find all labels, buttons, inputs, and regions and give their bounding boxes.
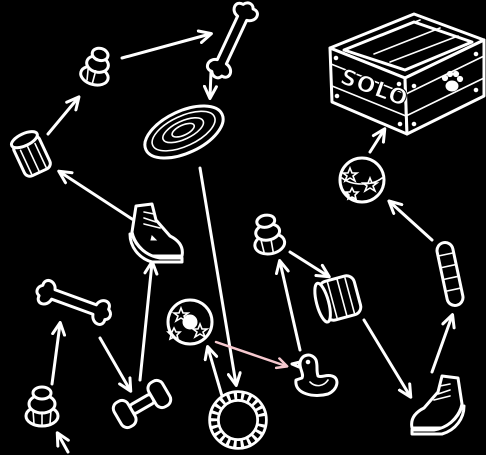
path-arrows xyxy=(46,29,456,454)
arrow xyxy=(387,199,434,242)
treat-roller-icon[interactable] xyxy=(9,128,52,178)
paw-print-icon xyxy=(441,70,464,92)
rubber-treat-toy-icon[interactable] xyxy=(250,213,287,257)
bone-icon[interactable] xyxy=(33,278,114,327)
squeaky-stick-icon[interactable] xyxy=(435,241,465,307)
rubber-duck-icon[interactable] xyxy=(290,353,339,397)
solo-crate[interactable]: SOLO xyxy=(328,12,486,136)
arrow xyxy=(138,260,159,382)
star-ball-icon[interactable] xyxy=(338,156,386,204)
arrow xyxy=(274,259,302,352)
arrow xyxy=(203,345,224,398)
rubber-treat-toy-icon[interactable] xyxy=(79,45,116,88)
star-ball-icon[interactable] xyxy=(166,298,214,346)
highlight-arrow xyxy=(214,340,289,370)
dumbbell-icon[interactable] xyxy=(111,378,173,430)
sneaker-icon[interactable] xyxy=(410,374,466,436)
rubber-treat-toy-icon[interactable] xyxy=(24,385,60,428)
arrow xyxy=(98,336,133,393)
arrow xyxy=(368,127,387,154)
frisbee-icon[interactable] xyxy=(137,95,231,169)
treat-roller-icon[interactable] xyxy=(312,274,363,324)
arrow xyxy=(46,95,81,136)
sneaker-icon[interactable] xyxy=(128,202,184,264)
arrow xyxy=(120,29,213,60)
rope-ring-icon[interactable] xyxy=(208,390,268,450)
arrow xyxy=(57,169,134,221)
arrow xyxy=(198,166,242,387)
arrow xyxy=(202,70,218,100)
arrow xyxy=(430,313,456,374)
bone-icon[interactable] xyxy=(204,0,261,82)
arrow xyxy=(55,431,70,454)
arrow xyxy=(50,321,67,386)
arrow xyxy=(288,250,331,279)
arrow xyxy=(362,318,413,399)
